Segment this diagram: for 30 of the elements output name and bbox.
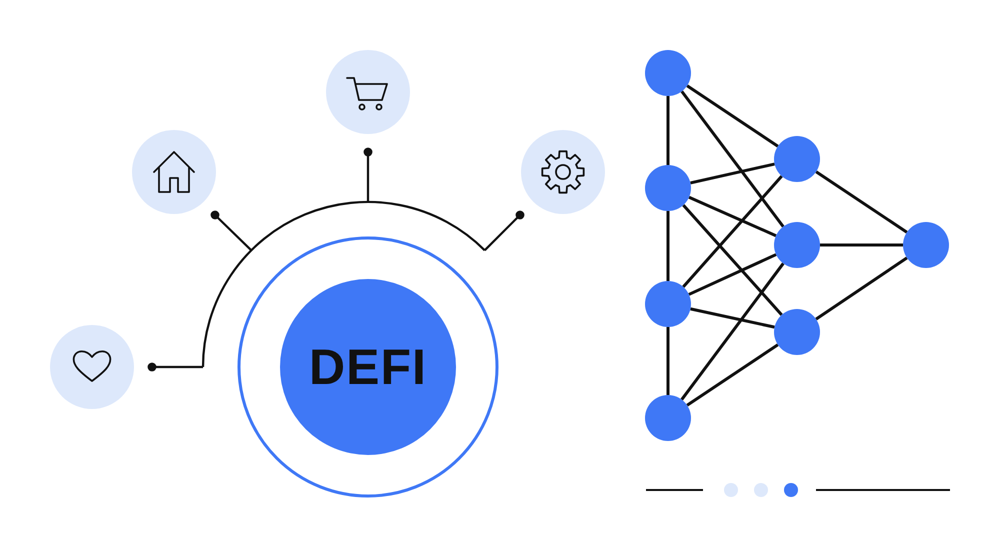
connector-line — [666, 327, 670, 395]
connector-line — [815, 170, 908, 234]
network-node — [645, 165, 691, 211]
connector-line — [364, 148, 372, 202]
connector-line — [484, 210, 524, 252]
connector-line — [666, 96, 670, 165]
connector-line — [820, 244, 903, 246]
connector-line — [690, 307, 775, 329]
network-node — [645, 281, 691, 327]
connector-line — [686, 344, 779, 406]
node-label: DEFI — [309, 338, 427, 396]
connector-line — [680, 262, 784, 400]
network-node — [774, 309, 820, 355]
connector-line — [686, 84, 779, 148]
connector-line — [682, 204, 783, 316]
connector-line — [815, 256, 908, 320]
connector-line — [210, 210, 252, 252]
arc-line — [202, 200, 486, 368]
connector-line — [680, 90, 784, 228]
network-node — [903, 222, 949, 268]
network-node — [774, 222, 820, 268]
network-node — [645, 395, 691, 441]
connector-line — [688, 196, 777, 238]
network-node — [774, 136, 820, 182]
connector-line — [682, 175, 783, 288]
connector-line — [688, 253, 777, 296]
connector-line — [690, 162, 775, 184]
connector-line — [666, 211, 670, 281]
connector-line — [148, 362, 204, 372]
network-node — [645, 50, 691, 96]
